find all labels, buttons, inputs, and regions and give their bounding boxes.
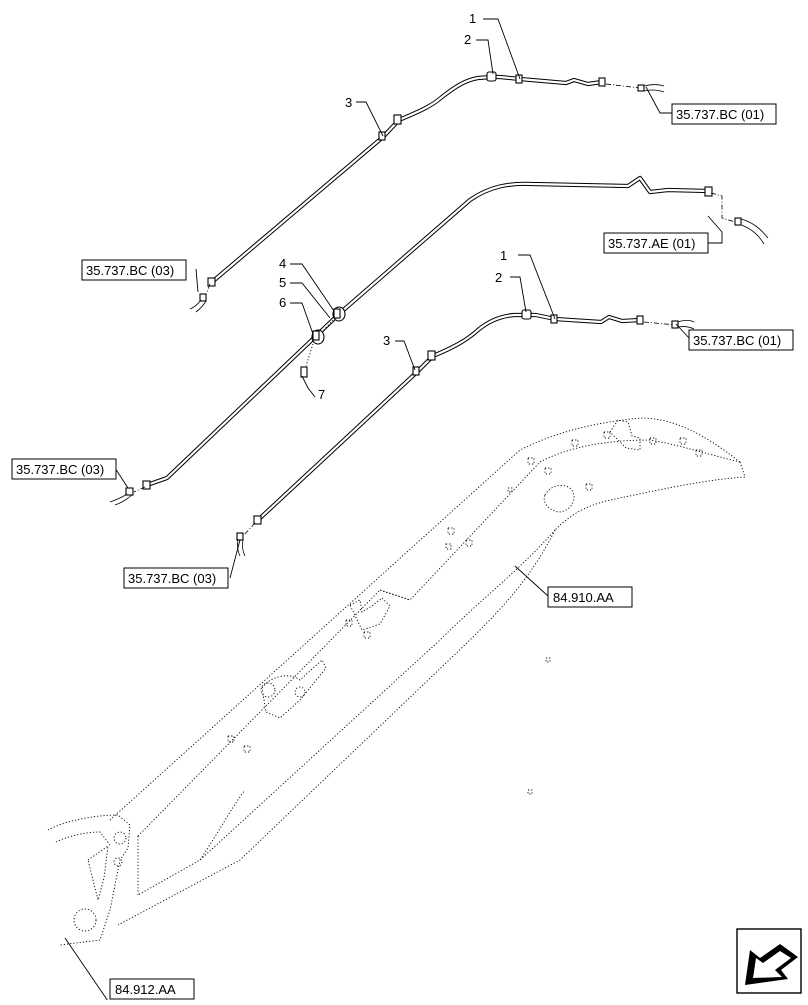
pipe-union <box>393 114 402 125</box>
callout-3-top: 3 <box>345 95 352 110</box>
lower-pipe-assembly <box>236 309 695 557</box>
hose-fitting <box>236 532 244 541</box>
pipe-union <box>412 366 420 376</box>
ref-box-top-right[interactable]: 35.737.BC (01) <box>671 103 777 125</box>
hose-fitting <box>637 84 645 92</box>
pipe-end-fitting <box>598 77 606 87</box>
ref-label: 84.910.AA <box>553 590 614 605</box>
callout-numbers: 1 2 3 4 5 6 7 1 2 3 <box>279 11 507 402</box>
callout-1-top: 1 <box>469 11 476 26</box>
clamp-bolt <box>312 330 320 341</box>
callout-2-low: 2 <box>495 270 502 285</box>
callout-5: 5 <box>279 275 286 290</box>
ref-label: 35.737.AE (01) <box>608 236 695 251</box>
hose-fitting <box>671 320 679 329</box>
view-direction-arrow-icon[interactable] <box>736 928 802 994</box>
callout-7: 7 <box>318 387 325 402</box>
ref-box-lower-right[interactable]: 35.737.BC (01) <box>688 329 794 351</box>
pipe-union <box>427 350 436 361</box>
ref-label: 84.912.AA <box>115 982 176 997</box>
pipe-end-fitting <box>142 480 151 490</box>
top-pipe-assembly <box>189 71 665 313</box>
hose-fitting <box>125 487 134 496</box>
ref-label: 35.737.BC (01) <box>676 107 764 122</box>
ref-box-middle-right[interactable]: 35.737.AE (01) <box>603 232 709 254</box>
middle-pipe-assembly <box>109 175 769 506</box>
boom-outline <box>47 417 746 946</box>
ref-label: 35.737.BC (03) <box>86 263 174 278</box>
ref-box-boom[interactable]: 84.910.AA <box>547 586 633 608</box>
pipe-clamp <box>550 314 558 324</box>
callout-3-low: 3 <box>383 333 390 348</box>
elbow-fitting <box>521 309 532 320</box>
hose-fitting <box>734 217 742 226</box>
elbow-fitting <box>486 71 497 82</box>
ref-box-base[interactable]: 84.912.AA <box>109 978 195 1000</box>
ref-box-middle-left[interactable]: 35.737.BC (03) <box>11 458 117 480</box>
callout-1-low: 1 <box>500 248 507 263</box>
pipe-end-fitting <box>704 186 713 197</box>
callout-4: 4 <box>279 256 286 271</box>
clamp-bolt <box>333 308 341 319</box>
leader-lines <box>64 18 723 1005</box>
pipe-end-fitting <box>207 277 216 287</box>
ref-box-lower-center[interactable]: 35.737.BC (03) <box>123 567 229 589</box>
ref-label: 35.737.BC (03) <box>128 571 216 586</box>
ref-box-upper-left[interactable]: 35.737.BC (03) <box>81 259 187 281</box>
pipe-end-fitting <box>253 515 262 525</box>
screw-icon <box>300 366 308 378</box>
reference-boxes: 35.737.BC (01) 35.737.BC (03) 35.737.AE … <box>11 103 794 1000</box>
callout-2-top: 2 <box>464 32 471 47</box>
ref-label: 35.737.BC (03) <box>16 462 104 477</box>
hose-fitting <box>199 293 207 302</box>
pipe-union <box>378 131 386 141</box>
pipe-end-fitting <box>636 315 644 325</box>
callout-6: 6 <box>279 295 286 310</box>
ref-label: 35.737.BC (01) <box>693 333 781 348</box>
